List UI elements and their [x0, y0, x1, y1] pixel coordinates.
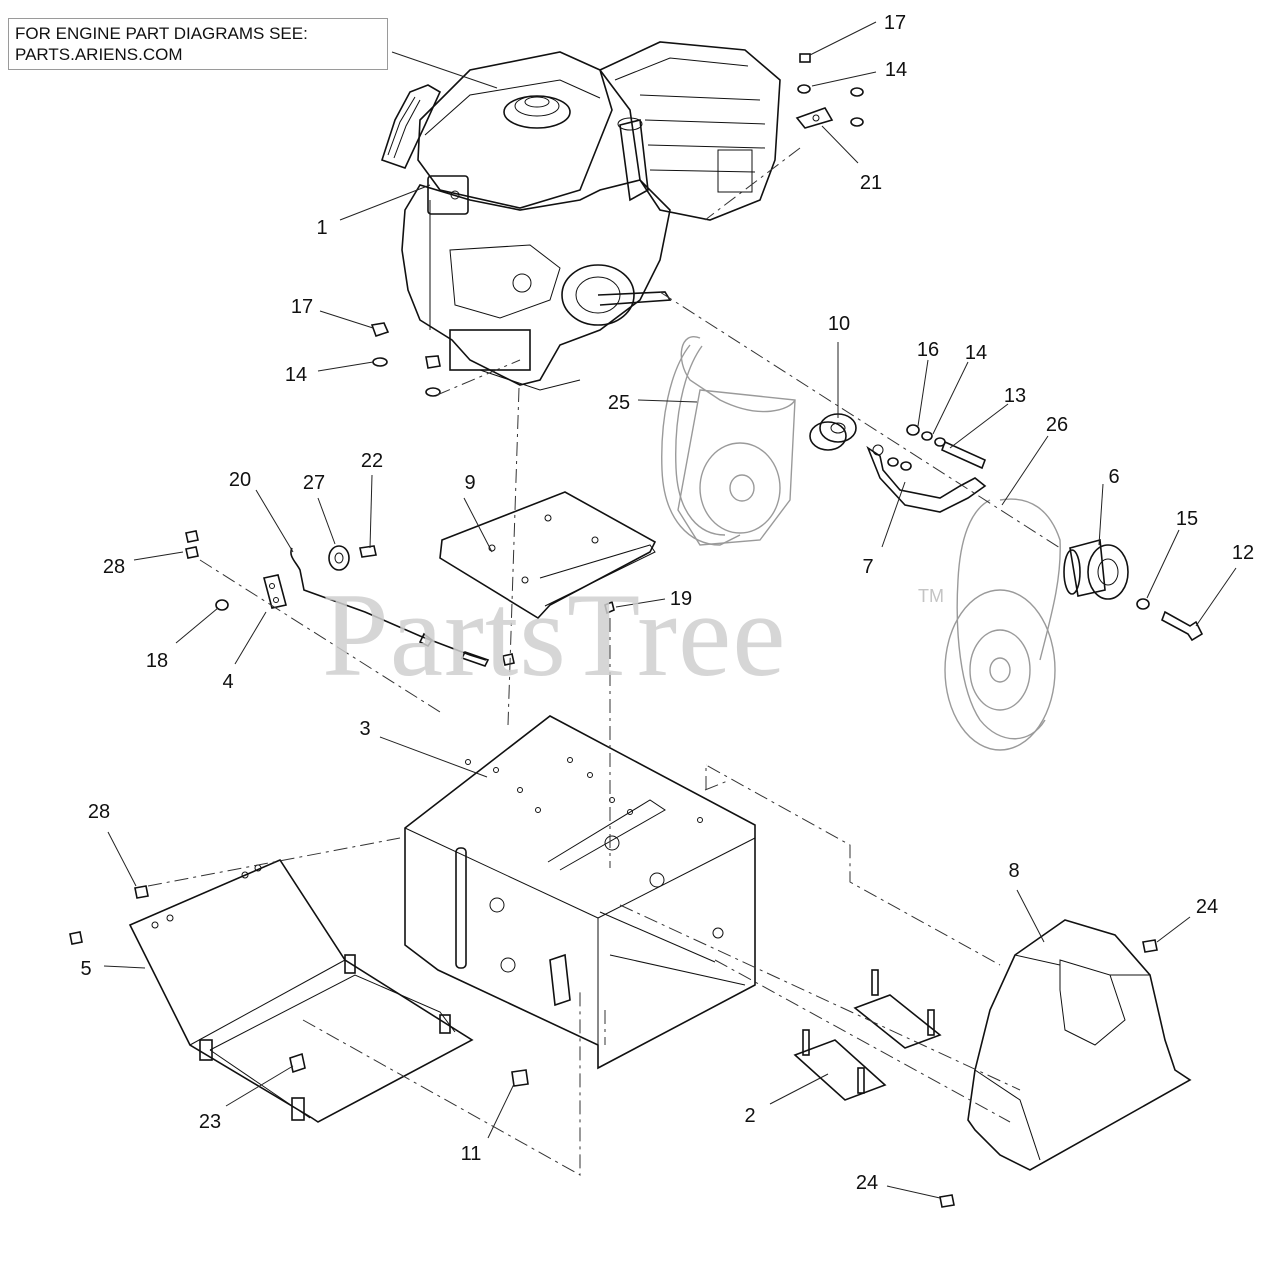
callout-19[interactable]: 19 — [669, 588, 693, 610]
callout-7[interactable]: 7 — [862, 556, 874, 578]
callout-1[interactable]: 1 — [316, 217, 328, 239]
leader-lines — [103, 21, 1237, 1199]
plate-part-5[interactable] — [128, 858, 474, 1123]
idler-bracket-part-7[interactable] — [866, 444, 987, 513]
callout-14-left[interactable]: 14 — [284, 364, 308, 386]
bolt-part-12[interactable] — [1136, 598, 1204, 642]
callout-3[interactable]: 3 — [359, 718, 371, 740]
callout-14-top[interactable]: 14 — [884, 59, 908, 81]
callout-23[interactable]: 23 — [198, 1111, 222, 1133]
callout-22[interactable]: 22 — [360, 450, 384, 472]
screws-part-24[interactable] — [939, 939, 1158, 1208]
callout-17-top[interactable]: 17 — [883, 12, 907, 34]
callout-27[interactable]: 27 — [302, 472, 326, 494]
bracket-part-4[interactable] — [263, 574, 287, 609]
trademark-mark: TM — [918, 586, 944, 606]
callout-24-right[interactable]: 24 — [1195, 896, 1219, 918]
engine-mount-hardware[interactable] — [370, 322, 441, 397]
callout-15[interactable]: 15 — [1175, 508, 1199, 530]
hardware-top-right[interactable] — [795, 53, 864, 129]
callout-24-bottom[interactable]: 24 — [855, 1172, 879, 1194]
parts-tree-watermark: PartsTree — [322, 568, 787, 701]
callout-8[interactable]: 8 — [1008, 860, 1020, 882]
bolt-part-11[interactable] — [511, 1069, 529, 1087]
callout-20[interactable]: 20 — [228, 469, 252, 491]
bracket-part-2[interactable] — [793, 969, 942, 1101]
notice-line-1: FOR ENGINE PART DIAGRAMS SEE: — [15, 24, 308, 43]
screws-part-28-lower[interactable] — [69, 885, 149, 945]
callout-17-left[interactable]: 17 — [290, 296, 314, 318]
assembly-lines — [147, 147, 1061, 1176]
callout-10[interactable]: 10 — [827, 313, 851, 335]
engine-part-1[interactable] — [380, 41, 781, 391]
belt-cover-part-8[interactable] — [967, 919, 1192, 1171]
nut-part-18[interactable] — [215, 599, 229, 611]
callout-5[interactable]: 5 — [80, 958, 92, 980]
notice-line-2: PARTS.ARIENS.COM — [15, 45, 183, 64]
cable-part-20[interactable] — [290, 547, 490, 667]
clip-part-19[interactable] — [502, 600, 615, 666]
engine-diagram-notice: FOR ENGINE PART DIAGRAMS SEE: PARTS.ARIE… — [8, 18, 388, 70]
belt-part-25[interactable] — [661, 335, 796, 546]
callout-11[interactable]: 11 — [460, 1143, 482, 1165]
callout-25[interactable]: 25 — [607, 392, 631, 414]
frame-part-3[interactable] — [404, 715, 756, 1070]
callout-2[interactable]: 2 — [744, 1105, 756, 1127]
callout-28-upper[interactable]: 28 — [102, 556, 126, 578]
callout-12[interactable]: 12 — [1231, 542, 1255, 564]
callout-6[interactable]: 6 — [1108, 466, 1120, 488]
idler-hardware[interactable] — [906, 424, 987, 470]
plate-part-9[interactable] — [439, 491, 657, 620]
callout-28-lower[interactable]: 28 — [87, 801, 111, 823]
fastener-part-22[interactable] — [359, 545, 377, 558]
pulley-part-6[interactable] — [1063, 538, 1129, 600]
screws-part-28-upper[interactable] — [185, 530, 199, 559]
callout-21[interactable]: 21 — [859, 172, 883, 194]
callout-14-right[interactable]: 14 — [964, 342, 988, 364]
callout-18[interactable]: 18 — [145, 650, 169, 672]
callout-26[interactable]: 26 — [1045, 414, 1069, 436]
callout-4[interactable]: 4 — [222, 671, 234, 693]
callout-9[interactable]: 9 — [464, 472, 476, 494]
pulley-part-10[interactable] — [809, 413, 857, 451]
clip-part-23[interactable] — [289, 1052, 306, 1074]
callout-13[interactable]: 13 — [1003, 385, 1027, 407]
roller-part-27[interactable] — [328, 545, 350, 571]
callout-16[interactable]: 16 — [916, 339, 940, 361]
belt-part-26[interactable] — [944, 498, 1061, 751]
